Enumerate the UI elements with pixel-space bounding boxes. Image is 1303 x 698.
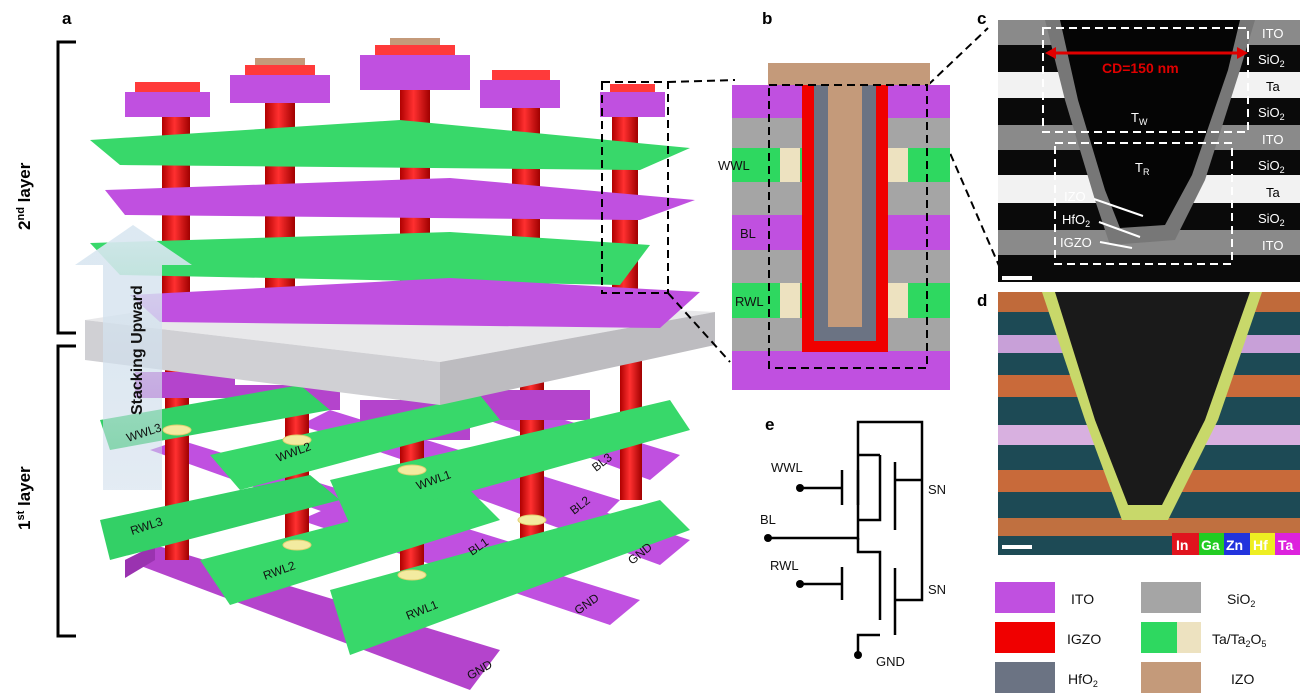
tem-image (998, 20, 1300, 282)
label-tw: TW (1131, 110, 1148, 127)
label-1st-layer: 1st layer (15, 466, 34, 530)
zoom-box-a (601, 81, 669, 294)
legend-swatch-ito (995, 582, 1055, 613)
legend-swatch-izo (1141, 662, 1201, 693)
svg-text:SiO2: SiO2 (1258, 158, 1285, 175)
label-hfo2: HfO2 (1062, 212, 1090, 229)
label-e-sn-2: SN (928, 582, 946, 597)
rwl1-bar (330, 500, 690, 655)
top-array (90, 38, 700, 328)
cross-section-b (732, 63, 950, 390)
layer-labels-c: ITO SiO2 Ta SiO2 ITO SiO2 Ta SiO2 ITO (1258, 26, 1285, 253)
svg-text:Ta: Ta (1266, 185, 1281, 200)
scale-bar-d (1002, 545, 1032, 549)
layer-bracket-1st (56, 344, 76, 638)
panel-d-label: d (977, 291, 987, 310)
element-ga: Ga (1201, 537, 1220, 553)
wwl2-bar (210, 395, 500, 490)
element-hf: Hf (1253, 537, 1268, 553)
legend-swatch-sio2 (1141, 582, 1201, 613)
wwl1-bar (330, 400, 690, 525)
label-e-bl: BL (760, 512, 776, 527)
svg-text:ITO: ITO (1262, 132, 1283, 147)
circuit-nodes (764, 484, 862, 659)
eds-map (998, 292, 1300, 555)
legend-swatch-hfo2 (995, 662, 1055, 693)
legend-swatch-ta2o5 (1177, 622, 1201, 653)
label-e-wwl: WWL (771, 460, 803, 475)
label-b-rwl: RWL (735, 294, 764, 309)
legend-ito: ITO (1071, 591, 1094, 607)
panel-b-label: b (762, 9, 772, 28)
layer-bracket-2nd (56, 40, 76, 335)
element-ta: Ta (1278, 537, 1294, 553)
panel-c-label: c (977, 9, 986, 28)
svg-text:ITO: ITO (1262, 26, 1283, 41)
panel-e-label: e (765, 415, 774, 434)
element-zn: Zn (1226, 537, 1243, 553)
label-igzo: IGZO (1060, 235, 1092, 250)
svg-text:ITO: ITO (1262, 238, 1283, 253)
legend-swatch-igzo (995, 622, 1055, 653)
label-b-bl: BL (740, 226, 756, 241)
circuit-schematic (768, 420, 924, 655)
label-tr: TR (1135, 160, 1150, 177)
material-legend: ITO SiO2 IGZO Ta/Ta2O5 HfO2 IZO (995, 582, 1266, 693)
scale-bar-c (1002, 276, 1032, 280)
label-b-wwl: WWL (718, 158, 750, 173)
legend-izo: IZO (1231, 671, 1254, 687)
element-in: In (1176, 537, 1188, 553)
legend-swatch-ta (1141, 622, 1177, 653)
element-legend: In Ga Zn Hf Ta (1172, 533, 1300, 555)
cd-label: CD=150 nm (1102, 60, 1179, 76)
svg-text:SiO2: SiO2 (1258, 211, 1285, 228)
svg-text:Ta: Ta (1266, 79, 1281, 94)
rwl2-bar (200, 490, 500, 605)
bottom-array: WWL2 WWL1 BL3 BL2 BL1 RWL3 RWL2 RWL1 GND… (100, 360, 690, 690)
label-e-gnd: GND (876, 654, 905, 669)
label-e-rwl: RWL (770, 558, 799, 573)
panel-a-label: a (62, 9, 72, 28)
rwl3-bar (100, 475, 340, 560)
izo-core (828, 63, 862, 327)
svg-text:SiO2: SiO2 (1258, 105, 1285, 122)
label-2nd-layer: 2nd layer (15, 162, 34, 230)
legend-hfo2: HfO2 (1068, 671, 1098, 689)
legend-ta-ta2o5: Ta/Ta2O5 (1212, 631, 1266, 649)
legend-sio2: SiO2 (1227, 591, 1255, 609)
izo-cap (768, 63, 930, 85)
zoom-lines-ab (667, 27, 1001, 363)
stacking-upward-label: Stacking Upward (129, 285, 146, 415)
legend-igzo: IGZO (1067, 631, 1101, 647)
label-izo: IZO (1064, 189, 1086, 204)
stacking-upward-arrow: Stacking Upward (75, 225, 192, 490)
svg-text:SiO2: SiO2 (1258, 52, 1285, 69)
label-e-sn-1: SN (928, 482, 946, 497)
